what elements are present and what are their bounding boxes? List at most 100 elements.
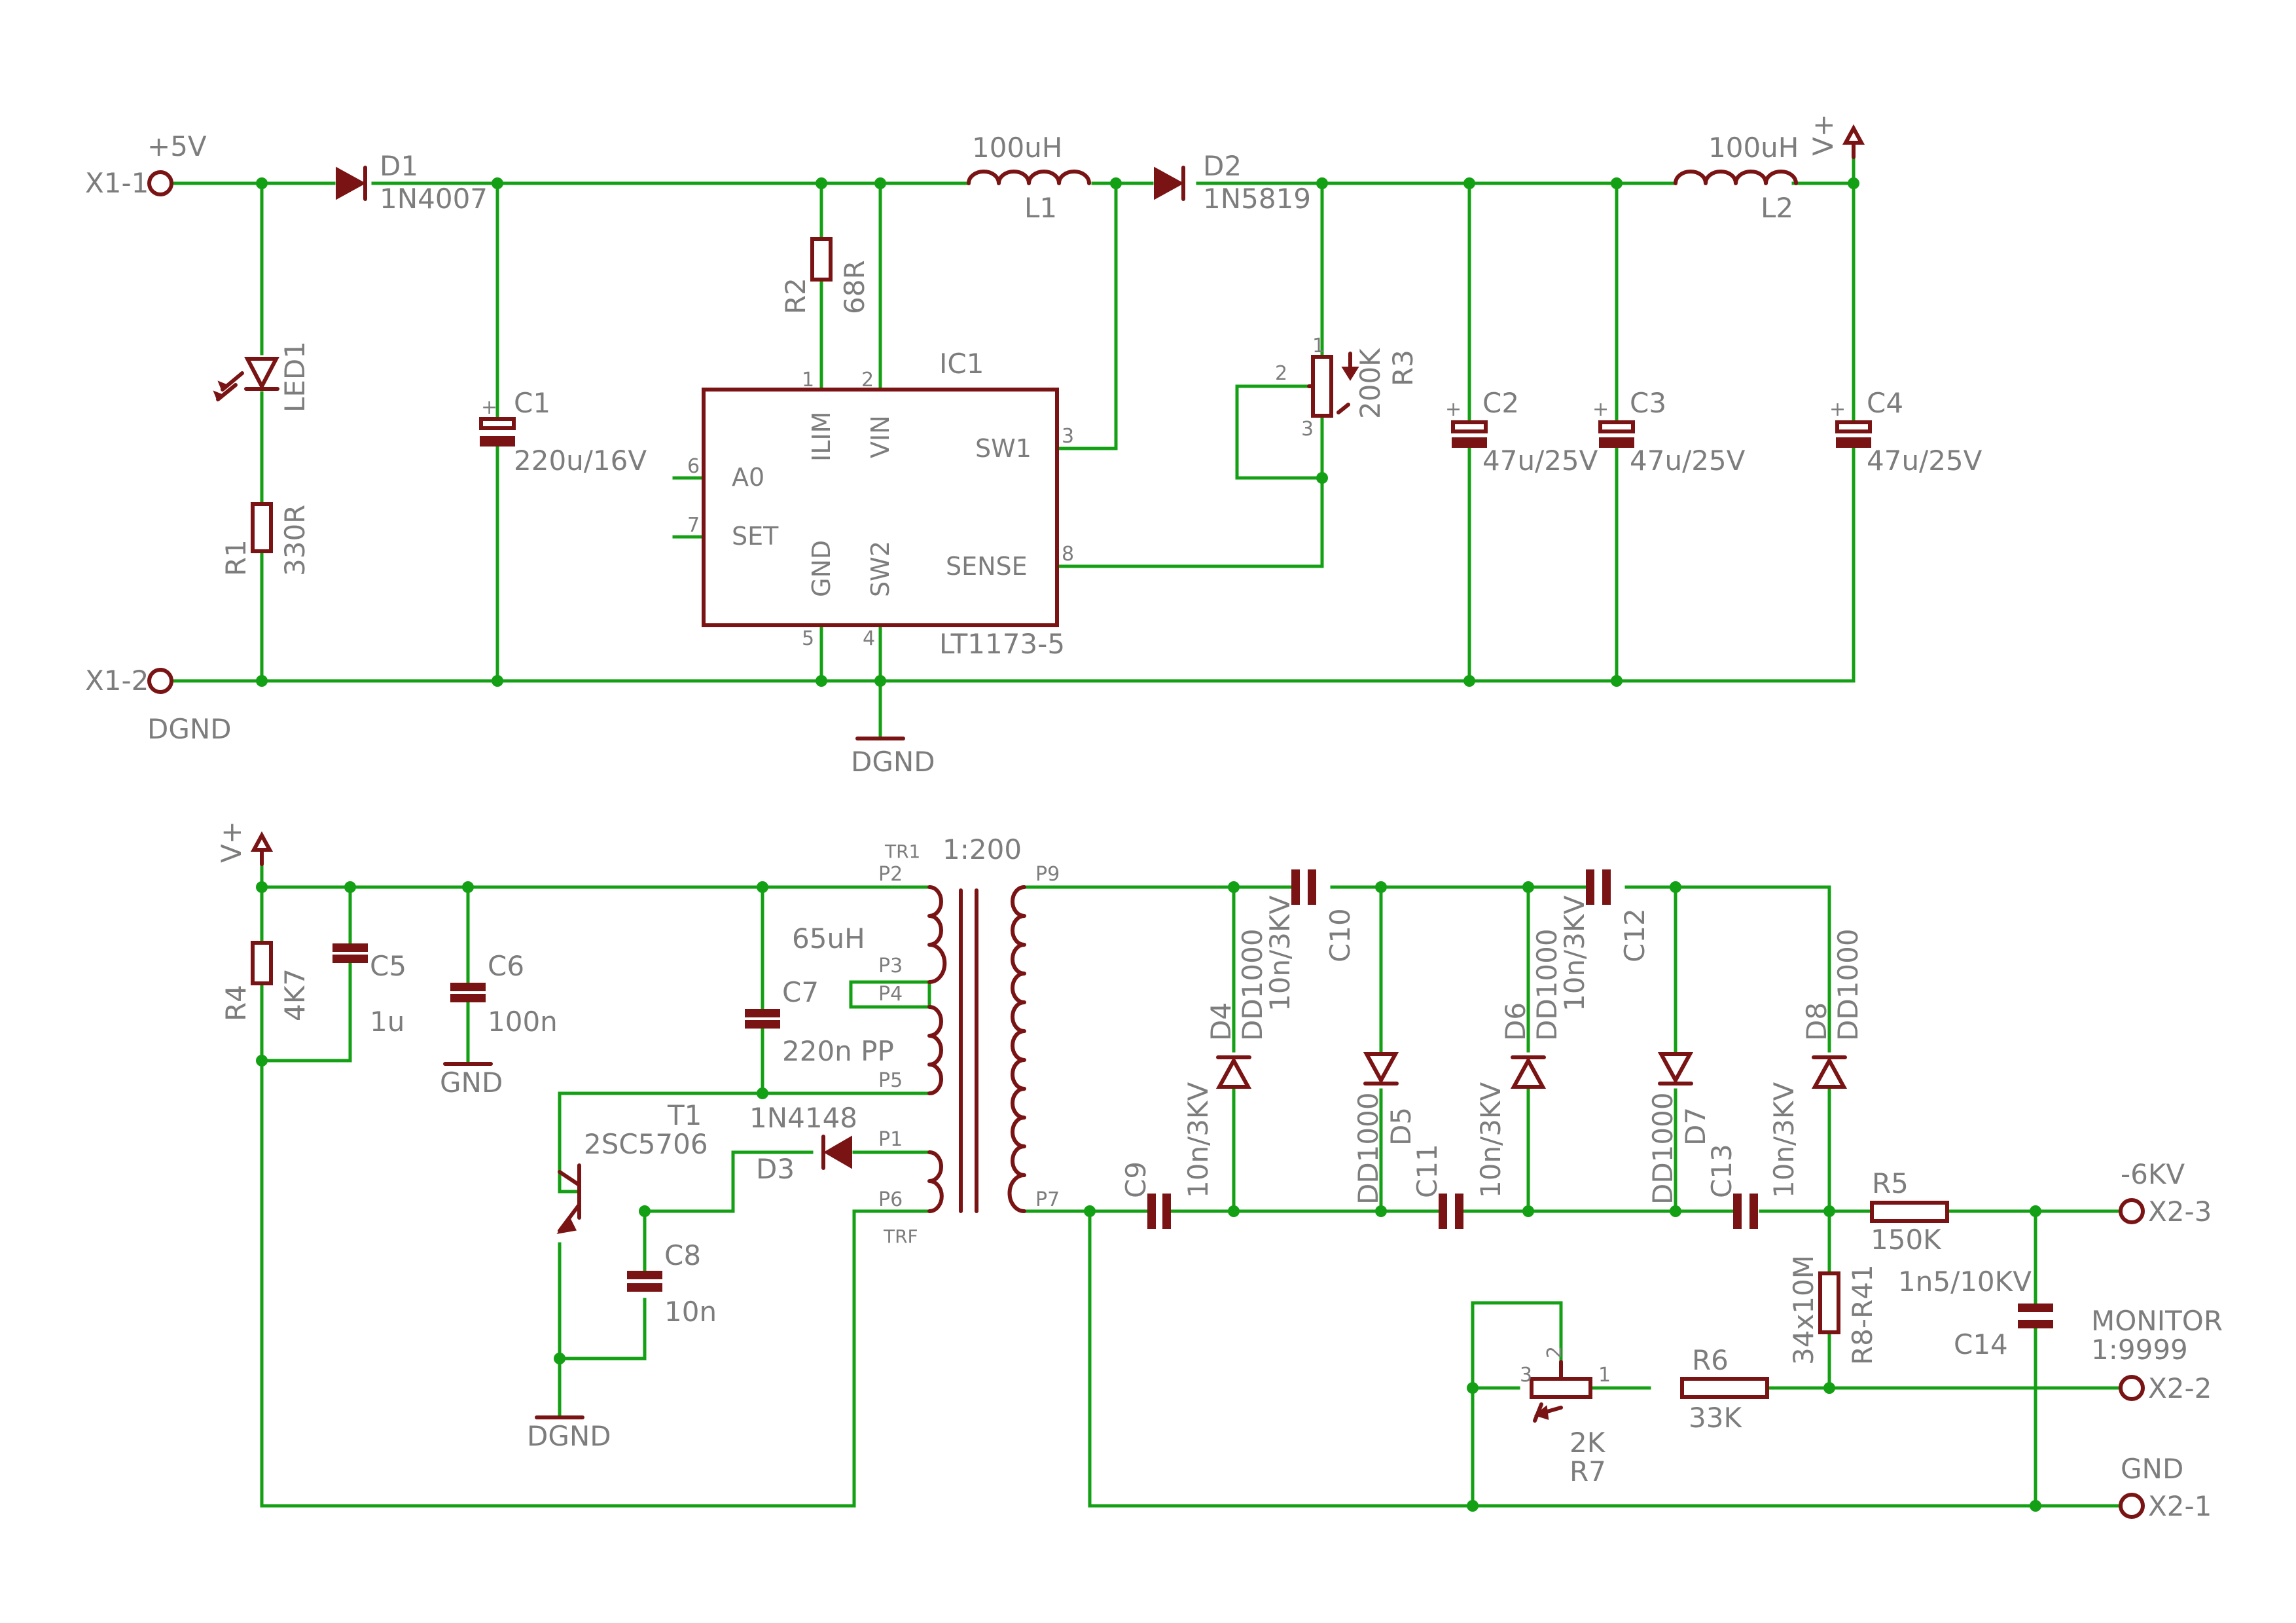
svg-text:100uH: 100uH: [972, 132, 1062, 164]
svg-text:C5: C5: [370, 950, 406, 982]
capacitor-c10[interactable]: C10 10n/3KV: [1264, 869, 1356, 1012]
svg-text:DD1000: DD1000: [1531, 928, 1563, 1041]
diode-d5[interactable]: D5 DD1000: [1352, 1052, 1417, 1205]
svg-text:DGND: DGND: [851, 746, 935, 778]
svg-text:-6KV: -6KV: [2121, 1158, 2185, 1190]
svg-text:C12: C12: [1619, 908, 1651, 962]
svg-text:MONITOR: MONITOR: [2091, 1305, 2223, 1337]
svg-text:R6: R6: [1692, 1344, 1729, 1376]
connector-x2-3[interactable]: -6KV X2-3: [2119, 1158, 2212, 1228]
trimmer-r7[interactable]: 3 2 1 2K R7: [1520, 1346, 1611, 1487]
svg-text:5: 5: [802, 627, 814, 650]
svg-text:R8-R41: R8-R41: [1846, 1264, 1878, 1365]
svg-text:L2: L2: [1761, 192, 1793, 224]
capacitor-c7[interactable]: C7 220n PP: [745, 976, 894, 1067]
diode-d6[interactable]: D6 DD1000: [1499, 928, 1563, 1089]
svg-text:2K: 2K: [1570, 1427, 1606, 1459]
svg-text:GND: GND: [2121, 1453, 2183, 1485]
svg-text:P1: P1: [878, 1128, 903, 1151]
svg-text:1: 1: [1312, 335, 1325, 357]
connector-x1-2[interactable]: X1-2 DGND: [85, 665, 232, 745]
capacitor-c2[interactable]: + C2 47u/25V: [1445, 387, 1598, 477]
svg-text:P4: P4: [878, 983, 903, 1006]
resistor-r6[interactable]: R6 33K: [1680, 1344, 1769, 1434]
svg-text:GND: GND: [440, 1067, 503, 1099]
svg-text:1N4007: 1N4007: [380, 183, 488, 215]
svg-text:X1-2: X1-2: [85, 665, 149, 697]
capacitor-c13[interactable]: C13 10n/3KV: [1706, 1082, 1800, 1229]
resistor-r5[interactable]: R5 150K: [1870, 1167, 1949, 1256]
svg-text:47u/25V: 47u/25V: [1630, 445, 1746, 477]
svg-text:D3: D3: [756, 1153, 795, 1185]
svg-text:C10: C10: [1324, 908, 1356, 962]
svg-text:DD1000: DD1000: [1832, 928, 1864, 1041]
svg-text:3: 3: [1301, 418, 1314, 441]
svg-text:C6: C6: [488, 950, 524, 982]
svg-text:SW2: SW2: [866, 541, 895, 597]
capacitor-c12[interactable]: C12 10n/3KV: [1558, 869, 1651, 1012]
diode-d1[interactable]: D1 1N4007: [336, 150, 488, 215]
svg-text:P5: P5: [878, 1069, 903, 1092]
inductor-l2[interactable]: 100uH L2: [1674, 132, 1799, 224]
svg-text:33K: 33K: [1689, 1402, 1742, 1434]
capacitor-c4[interactable]: + C4 47u/25V: [1829, 387, 1982, 477]
capacitor-c5[interactable]: C5 1u: [332, 943, 406, 1038]
connector-x1-1[interactable]: X1-1 +5V: [85, 130, 207, 199]
svg-text:C3: C3: [1630, 387, 1666, 419]
diode-d3[interactable]: 1N4148 D3: [749, 1102, 857, 1185]
svg-text:220n PP: 220n PP: [782, 1035, 894, 1067]
transformer-tr1[interactable]: TR1 1:200 65uH TRF P2 P3 P4 P5 P1 P6 P9 …: [792, 833, 1060, 1247]
led-led1[interactable]: LED1: [213, 341, 311, 412]
capacitor-c9[interactable]: C9 10n/3KV: [1120, 1082, 1214, 1229]
wires: [168, 155, 2123, 1508]
svg-text:100n: 100n: [488, 1006, 558, 1038]
svg-text:L1: L1: [1024, 192, 1057, 224]
connector-x2-1[interactable]: GND X2-1: [2119, 1453, 2212, 1522]
svg-text:R2: R2: [780, 278, 812, 314]
svg-text:LT1173-5: LT1173-5: [939, 628, 1065, 660]
svg-text:7: 7: [687, 514, 700, 537]
svg-text:X1-1: X1-1: [85, 167, 149, 199]
svg-text:ILIM: ILIM: [807, 412, 836, 462]
inductor-l1[interactable]: 100uH L1: [967, 132, 1091, 224]
resistor-r8-r41[interactable]: 34x10M R8-R41: [1787, 1255, 1878, 1365]
resistor-r4[interactable]: R4 4K7: [220, 941, 311, 1021]
svg-text:C4: C4: [1867, 387, 1903, 419]
resistor-r1[interactable]: R1 330R: [220, 502, 311, 576]
svg-text:+: +: [1445, 398, 1462, 421]
svg-text:IC1: IC1: [939, 348, 984, 380]
capacitor-c11[interactable]: C11 10n/3KV: [1411, 1082, 1507, 1229]
capacitor-c3[interactable]: + C3 47u/25V: [1592, 387, 1746, 477]
svg-text:C14: C14: [1954, 1328, 2008, 1360]
capacitor-c1[interactable]: + C1 220u/16V: [479, 387, 647, 477]
svg-text:P9: P9: [1035, 863, 1060, 886]
svg-text:3: 3: [1520, 1364, 1532, 1387]
transistor-t1[interactable]: T1 2SC5706: [556, 1099, 708, 1234]
svg-text:SENSE: SENSE: [946, 552, 1028, 581]
svg-text:C1: C1: [514, 387, 550, 419]
resistor-r2[interactable]: R2 68R: [780, 237, 870, 314]
diode-d7[interactable]: D7 DD1000: [1647, 1052, 1712, 1205]
diode-d8[interactable]: D8 DD1000: [1801, 928, 1864, 1089]
capacitor-c6[interactable]: C6 100n: [450, 950, 558, 1038]
svg-text:DD1000: DD1000: [1236, 928, 1268, 1041]
svg-text:1N5819: 1N5819: [1203, 183, 1311, 215]
capacitor-c8[interactable]: C8 10n: [627, 1239, 717, 1328]
svg-text:4: 4: [863, 627, 875, 650]
svg-text:V+: V+: [215, 821, 247, 863]
trimmer-r3[interactable]: 200K R3 1 2 3: [1275, 335, 1419, 441]
svg-text:D2: D2: [1203, 150, 1242, 182]
capacitor-c14[interactable]: 1n5/10KV C14: [1898, 1266, 2053, 1360]
svg-text:V+: V+: [1807, 114, 1839, 156]
diode-d4[interactable]: D4 DD1000: [1205, 928, 1268, 1089]
svg-text:1:200: 1:200: [942, 833, 1022, 866]
connector-x2-2[interactable]: MONITOR 1:9999 X2-2: [2091, 1305, 2223, 1404]
svg-text:+: +: [481, 396, 497, 419]
vplus-flag-bottom: V+: [215, 821, 274, 866]
svg-text:P7: P7: [1035, 1188, 1060, 1211]
ic-lt1173[interactable]: IC1 LT1173-5 ILIM VIN SW1 A0 SET GND SW2…: [687, 348, 1074, 660]
diode-d2[interactable]: D2 1N5819: [1154, 150, 1311, 215]
svg-text:1n5/10KV: 1n5/10KV: [1898, 1266, 2032, 1298]
svg-text:1N4148: 1N4148: [749, 1102, 857, 1134]
svg-text:2: 2: [1543, 1346, 1566, 1359]
